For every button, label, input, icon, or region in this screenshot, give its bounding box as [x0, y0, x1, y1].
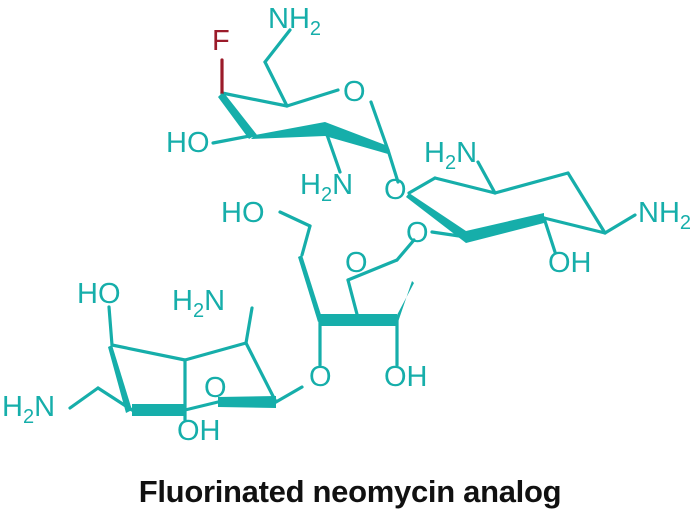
wedge-bonds: [108, 93, 544, 416]
amine-label-nh2-ring2: NH2: [638, 197, 691, 234]
wedge-r4-w3: [218, 396, 276, 408]
amine-label-h2n-ring4b: H2N: [2, 391, 55, 428]
amine-label-h2n-ring1: H2N: [300, 169, 353, 206]
hydroxyl-label-oh-ring3: OH: [384, 361, 428, 393]
bond-r2-h: [603, 213, 637, 235]
bond-r4-b: [110, 343, 187, 362]
bond-r4-d: [244, 306, 254, 345]
bond-r4-g: [183, 400, 220, 412]
wedge-r2-w1: [406, 193, 466, 243]
wedge-r3-w2: [320, 314, 397, 326]
bond-r1-c: [285, 88, 340, 108]
ring-oxygen-label-o-ring4: O: [204, 372, 227, 404]
bond-r2-g: [476, 160, 497, 195]
bond-r3-b: [346, 258, 399, 282]
hydroxyl-label-ho-ring4: HO: [77, 278, 121, 310]
glycosidic-oxygen-label-o-link1: O: [384, 174, 407, 206]
glycosidic-oxygen-label-o-link3: O: [309, 361, 332, 393]
fluorine-label-f: F: [212, 25, 230, 57]
bond-r4-e: [244, 341, 278, 404]
wedge-r4-w2: [132, 404, 185, 416]
bond-r1-j: [386, 148, 400, 184]
wedge-r1-w3: [325, 122, 388, 154]
bond-lines: [68, 28, 637, 422]
amine-label-h2n-ring4a: H2N: [172, 285, 225, 322]
wedge-r4-w1: [108, 345, 132, 413]
bond-r2-a: [407, 176, 437, 195]
bond-r4-c: [183, 341, 248, 362]
wedge-r1-w2: [251, 122, 325, 139]
amine-label-nh2-top: NH2: [268, 3, 321, 40]
figure-caption: Fluorinated neomycin analog: [138, 474, 562, 509]
ring-oxygen-label-o-ring3: O: [345, 247, 368, 279]
wedge-r1-w1: [218, 93, 255, 139]
bond-r2-b: [433, 176, 497, 195]
bond-r2-i: [542, 216, 557, 254]
bond-r3-g: [278, 210, 312, 228]
hydroxyl-label-oh-ring4: OH: [177, 415, 221, 447]
hydroxyl-label-oh-ring2: OH: [548, 247, 592, 279]
bond-r1-e: [263, 60, 289, 108]
bond-r3-a: [346, 278, 360, 320]
amine-label-h2n-ring2: H2N: [424, 137, 477, 174]
bond-r2-d: [566, 171, 607, 235]
bond-r1-b: [220, 91, 289, 108]
wedge-r3-w1: [298, 255, 322, 322]
bond-r3-c: [395, 238, 416, 262]
glycosidic-oxygen-label-o-link2: O: [406, 217, 429, 249]
bond-r1-f: [263, 28, 292, 64]
hydroxyl-label-ho-ring1: HO: [166, 127, 210, 159]
bond-r4-i: [68, 386, 100, 410]
ring-oxygen-label-o-ring1: O: [343, 76, 366, 108]
wedge-r2-w2: [466, 213, 544, 243]
bond-r4-a: [107, 305, 114, 347]
bond-r2-c: [493, 171, 570, 195]
bond-r2-e: [542, 216, 607, 235]
wedge-r3-w3: [397, 281, 414, 325]
bond-r3-f: [300, 224, 312, 257]
bond-r1-d: [369, 100, 390, 152]
hydroxyl-label-ho-ch2: HO: [221, 197, 265, 229]
bond-r4-f: [274, 385, 304, 404]
